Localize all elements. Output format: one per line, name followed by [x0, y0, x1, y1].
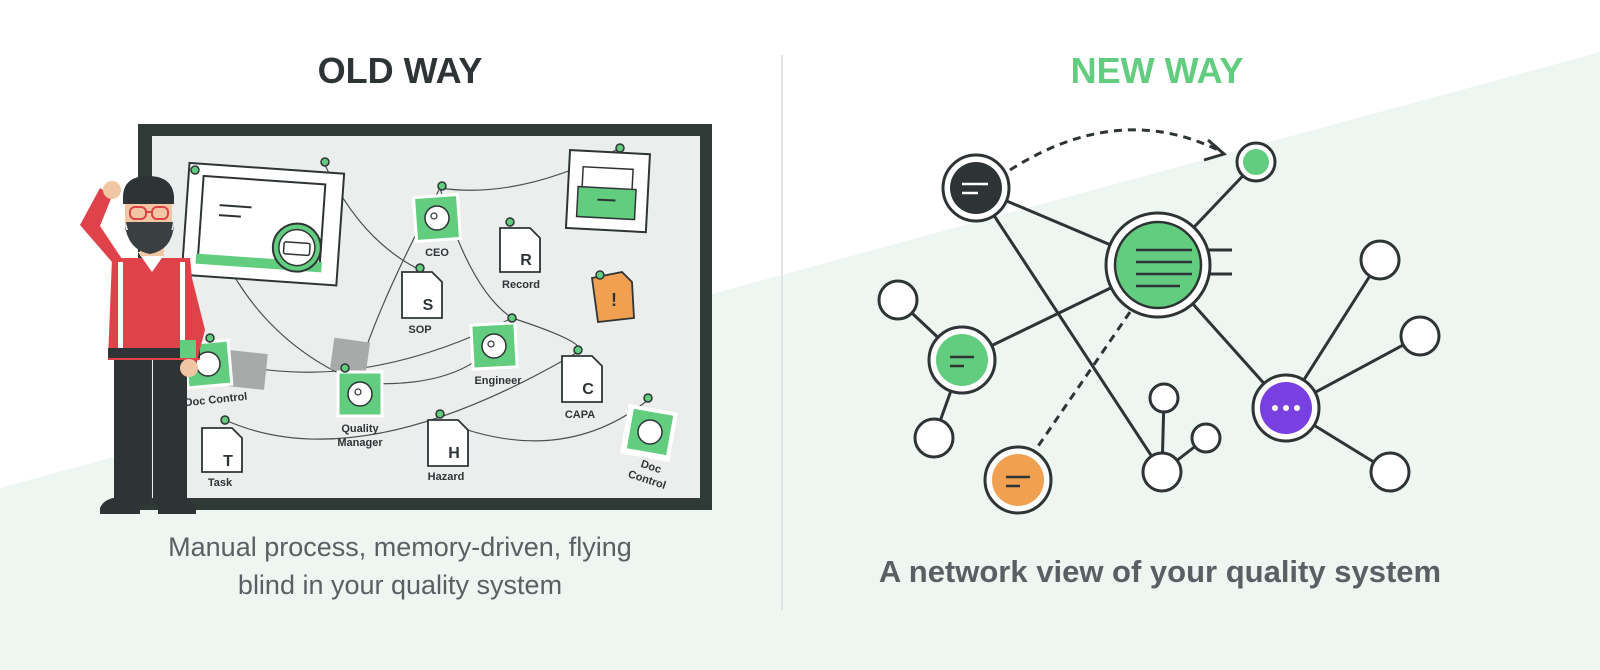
- old-way-caption-line2: blind in your quality system: [238, 570, 562, 600]
- label-quality-manager-2: Manager: [337, 437, 383, 449]
- quality-manager-card: Quality Manager: [329, 337, 384, 449]
- hazard-letter: H: [448, 445, 460, 462]
- orange-node: [983, 445, 1053, 515]
- old-way-caption-line1: Manual process, memory-driven, flying: [168, 532, 632, 562]
- old-way-heading: OLD WAY: [318, 50, 483, 91]
- puzzled-man-illustration: [80, 176, 205, 514]
- dashed-arrow: [1009, 128, 1223, 172]
- capa-letter: C: [582, 381, 594, 398]
- label-sop: SOP: [408, 324, 431, 336]
- hub-node: [1104, 211, 1212, 319]
- label-task: Task: [208, 477, 233, 489]
- hazard-doc: H Hazard: [427, 409, 469, 483]
- corkboard: CEO R Record S SOP ! Engineer: [138, 124, 712, 510]
- pin: [320, 157, 330, 167]
- dashed-edge: [1028, 311, 1132, 459]
- network-diagram: [877, 128, 1441, 515]
- sop-doc: S SOP: [401, 263, 443, 336]
- record-doc: R Record: [499, 217, 541, 291]
- task-doc: T Task: [201, 415, 243, 489]
- sop-letter: S: [423, 297, 434, 314]
- pin: [615, 143, 625, 153]
- capa-doc: C CAPA: [561, 345, 603, 421]
- task-letter: T: [223, 453, 233, 470]
- small-green-node: [1235, 141, 1277, 183]
- label-hazard: Hazard: [428, 471, 465, 483]
- record-letter: R: [520, 252, 532, 269]
- label-quality-manager-1: Quality: [341, 423, 379, 435]
- screen-card: [180, 161, 346, 287]
- alert-note: !: [590, 270, 635, 323]
- arrowhead: [1203, 138, 1228, 162]
- alert-letter: !: [611, 290, 617, 310]
- background-tint: [0, 52, 1600, 670]
- label-capa: CAPA: [565, 409, 595, 421]
- ceo-card: CEO: [411, 181, 463, 259]
- pin: [190, 165, 200, 175]
- green-node: [927, 325, 997, 395]
- new-way-heading: NEW WAY: [1071, 50, 1244, 91]
- label-engineer: Engineer: [474, 375, 522, 387]
- purple-node: [1251, 373, 1321, 443]
- label-ceo: CEO: [425, 247, 449, 259]
- engineer-card: Engineer: [469, 313, 522, 387]
- dark-node: [941, 153, 1011, 223]
- new-way-caption: A network view of your quality system: [879, 554, 1441, 589]
- drawer-card: [564, 149, 651, 234]
- leaf-nodes: [877, 239, 1441, 493]
- label-record: Record: [502, 279, 540, 291]
